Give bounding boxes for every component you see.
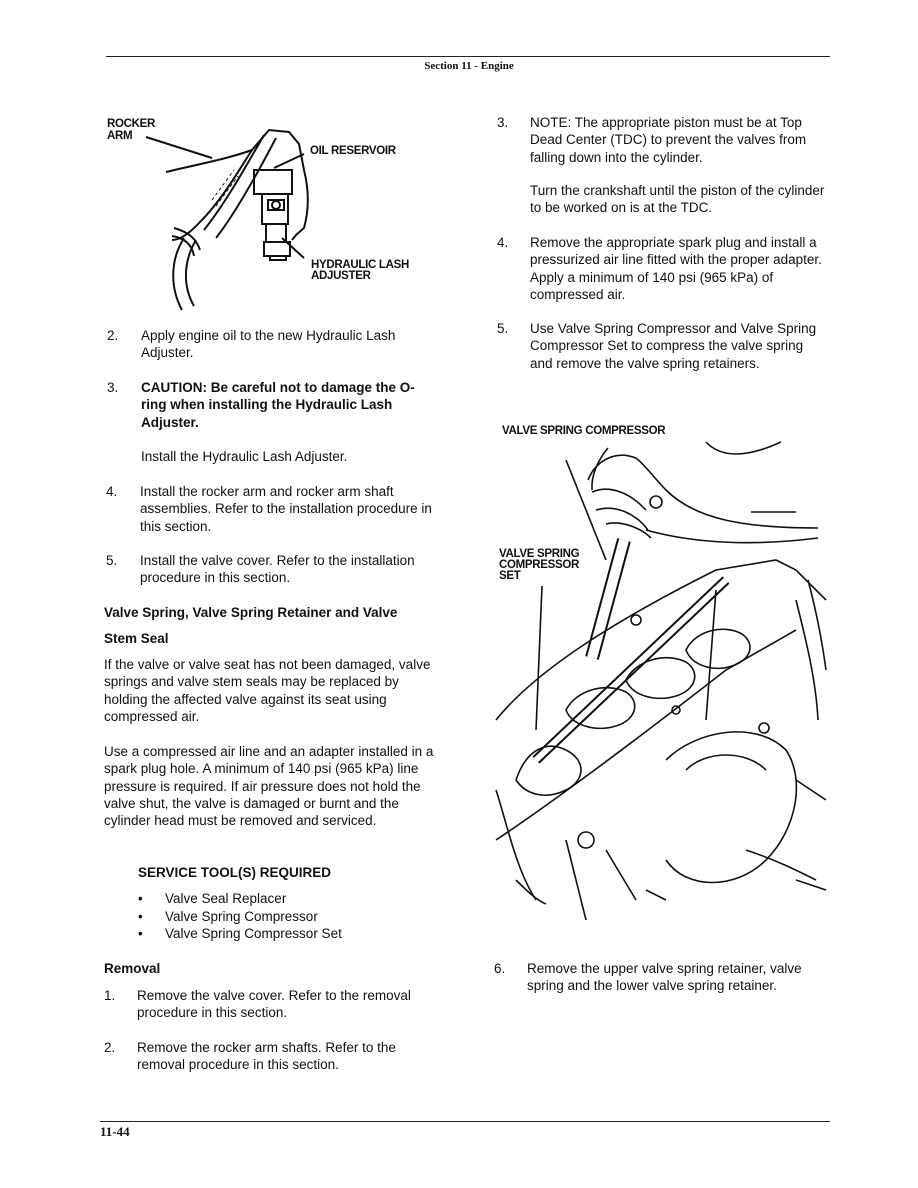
compressor-set-label-line2: COMPRESSOR <box>499 559 580 571</box>
rocker-arm-label-line2: ARM <box>107 130 133 142</box>
page-header-title: Section 11 - Engine <box>424 60 514 72</box>
list-item: • Valve Seal Replacer <box>138 890 438 908</box>
step-number: 2. <box>104 1040 116 1055</box>
step-text: Apply engine oil to the new Hydraulic La… <box>141 328 396 361</box>
bullet: • <box>138 891 143 906</box>
step-text: Remove the upper valve spring retainer, … <box>527 961 802 994</box>
step-text: Install the rocker arm and rocker arm sh… <box>140 484 432 534</box>
valve-spring-compressor-illustration <box>495 441 827 921</box>
step-number: 4. <box>497 235 509 250</box>
tool-name: Valve Spring Compressor Set <box>165 926 342 942</box>
list-item: • Valve Spring Compressor Set <box>138 925 438 943</box>
step-text: Remove the valve cover. Refer to the rem… <box>137 988 411 1021</box>
bullet: • <box>138 908 143 924</box>
rocker-arm-figure: ROCKER ARM OIL RESERVOIR HYDRAULIC LASH … <box>104 110 434 320</box>
step-text: Remove the rocker arm shafts. Refer to t… <box>137 1040 396 1073</box>
rocker-arm-label-line1: ROCKER <box>107 118 156 130</box>
step-text: Install the valve cover. Refer to the in… <box>140 553 415 586</box>
oil-reservoir-label: OIL RESERVOIR <box>310 145 396 157</box>
hydraulic-lash-label-line1: HYDRAULIC LASH <box>311 259 410 271</box>
step-number: 6. <box>494 961 506 976</box>
rocker-arm-illustration <box>145 128 309 311</box>
step-number: 1. <box>104 988 116 1003</box>
step-number: 3. <box>107 380 119 395</box>
step-text: Turn the crankshaft until the piston of … <box>530 183 825 216</box>
step-number: 4. <box>106 484 118 499</box>
step-text: Remove the appropriate spark plug and in… <box>530 235 822 302</box>
step-text: Install the Hydraulic Lash Adjuster. <box>141 449 348 464</box>
step-number: 3. <box>497 115 509 130</box>
step-number: 5. <box>106 553 118 568</box>
caution-text: CAUTION: Be careful not to damage the O-… <box>141 380 415 430</box>
valve-spring-compressor-figure: VALVE SPRING COMPRESSOR VALVE SPRING COM… <box>495 420 827 921</box>
service-tools-heading: SERVICE TOOL(S) REQUIRED <box>138 865 332 880</box>
hydraulic-lash-label-line2: ADJUSTER <box>311 270 371 282</box>
tool-name: Valve Spring Compressor <box>165 908 318 924</box>
footer-rule <box>100 1121 830 1122</box>
section-heading: Valve Spring, Valve Spring Retainer and … <box>104 605 398 620</box>
step-number: 5. <box>497 321 509 336</box>
valve-spring-compressor-label: VALVE SPRING COMPRESSOR <box>502 425 666 437</box>
bullet: • <box>138 926 143 942</box>
compressor-set-label-line1: VALVE SPRING <box>499 548 580 560</box>
section-subheading: Stem Seal <box>104 631 169 646</box>
step-text: Use Valve Spring Compressor and Valve Sp… <box>530 321 817 371</box>
page-number: 11-44 <box>100 1124 130 1139</box>
note-text: NOTE: The appropriate piston must be at … <box>530 115 807 165</box>
removal-heading: Removal <box>104 961 161 976</box>
intro-paragraph: If the valve or valve seat has not been … <box>104 657 431 724</box>
step-number: 2. <box>107 328 119 343</box>
compressor-set-label-line3: SET <box>499 570 521 582</box>
tool-name: Valve Seal Replacer <box>165 891 287 906</box>
header-rule <box>106 56 830 57</box>
list-item: • Valve Spring Compressor <box>138 908 438 926</box>
service-tools-list: • Valve Seal Replacer • Valve Spring Compr… <box>138 890 438 943</box>
air-pressure-paragraph: Use a compressed air line and an adapter… <box>104 744 434 829</box>
